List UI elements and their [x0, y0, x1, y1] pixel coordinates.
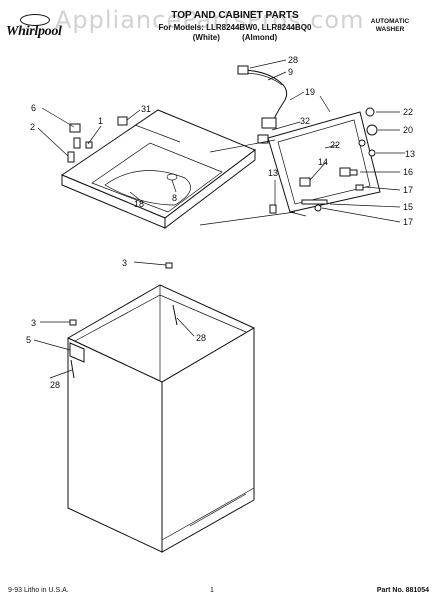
wire-harness [237, 65, 288, 144]
cabinet-fasteners [69, 262, 178, 379]
callout-18: 18 [134, 199, 144, 209]
model-numbers: For Models: LLR8244BW0, LLR8244BQ0 [158, 23, 312, 32]
callout-3-upper: 3 [122, 258, 127, 268]
callout-6: 6 [31, 103, 36, 113]
callout-labels: 6 1 2 31 28 9 19 32 22 20 22 13 14 16 13… [26, 55, 415, 390]
callout-28-top: 28 [288, 55, 298, 65]
callout-3-lower: 3 [31, 318, 36, 328]
callout-15: 15 [403, 202, 413, 212]
callout-31: 31 [141, 104, 151, 114]
callout-9: 9 [288, 67, 293, 77]
page-title: TOP AND CABINET PARTS [171, 10, 299, 21]
callout-14: 14 [318, 157, 328, 167]
product-line-2: WASHER [375, 26, 405, 33]
variant-white: (White) [192, 33, 220, 42]
callout-19: 19 [305, 87, 315, 97]
callout-28-low: 28 [50, 380, 60, 390]
variant-almond: (Almond) [242, 33, 278, 42]
callout-16: 16 [403, 167, 413, 177]
callout-13-right: 13 [405, 149, 415, 159]
part-number: Part No. 881054 [376, 587, 429, 594]
top-panel [60, 109, 256, 230]
callout-22-inner: 22 [330, 140, 340, 150]
brand-logo: Whirlpool [6, 14, 68, 42]
callout-17-upper: 17 [403, 185, 413, 195]
brand-name: Whirlpool [6, 24, 62, 39]
print-info: 9-93 Litho in U.S.A. [8, 587, 69, 594]
callout-20: 20 [403, 125, 413, 135]
callout-13-left: 13 [268, 168, 278, 178]
callout-5: 5 [26, 335, 31, 345]
console-panel [267, 111, 381, 217]
callout-22-right: 22 [403, 107, 413, 117]
cabinet [67, 284, 255, 553]
product-line-1: AUTOMATIC [370, 18, 410, 25]
color-variants: (White) (Almond) [115, 33, 355, 42]
leader-lines [33, 59, 405, 379]
product-type: AUTOMATIC WASHER [355, 18, 425, 34]
callout-17-lower: 17 [403, 217, 413, 227]
callout-8: 8 [172, 193, 177, 203]
callout-32: 32 [300, 116, 310, 126]
callout-1: 1 [98, 116, 103, 126]
callout-2: 2 [30, 122, 35, 132]
hinge-parts [67, 116, 128, 163]
callout-28-mid: 28 [196, 333, 206, 343]
page-number: 1 [210, 587, 214, 594]
logo-oval-icon [20, 14, 50, 26]
console-hardware [269, 107, 378, 214]
